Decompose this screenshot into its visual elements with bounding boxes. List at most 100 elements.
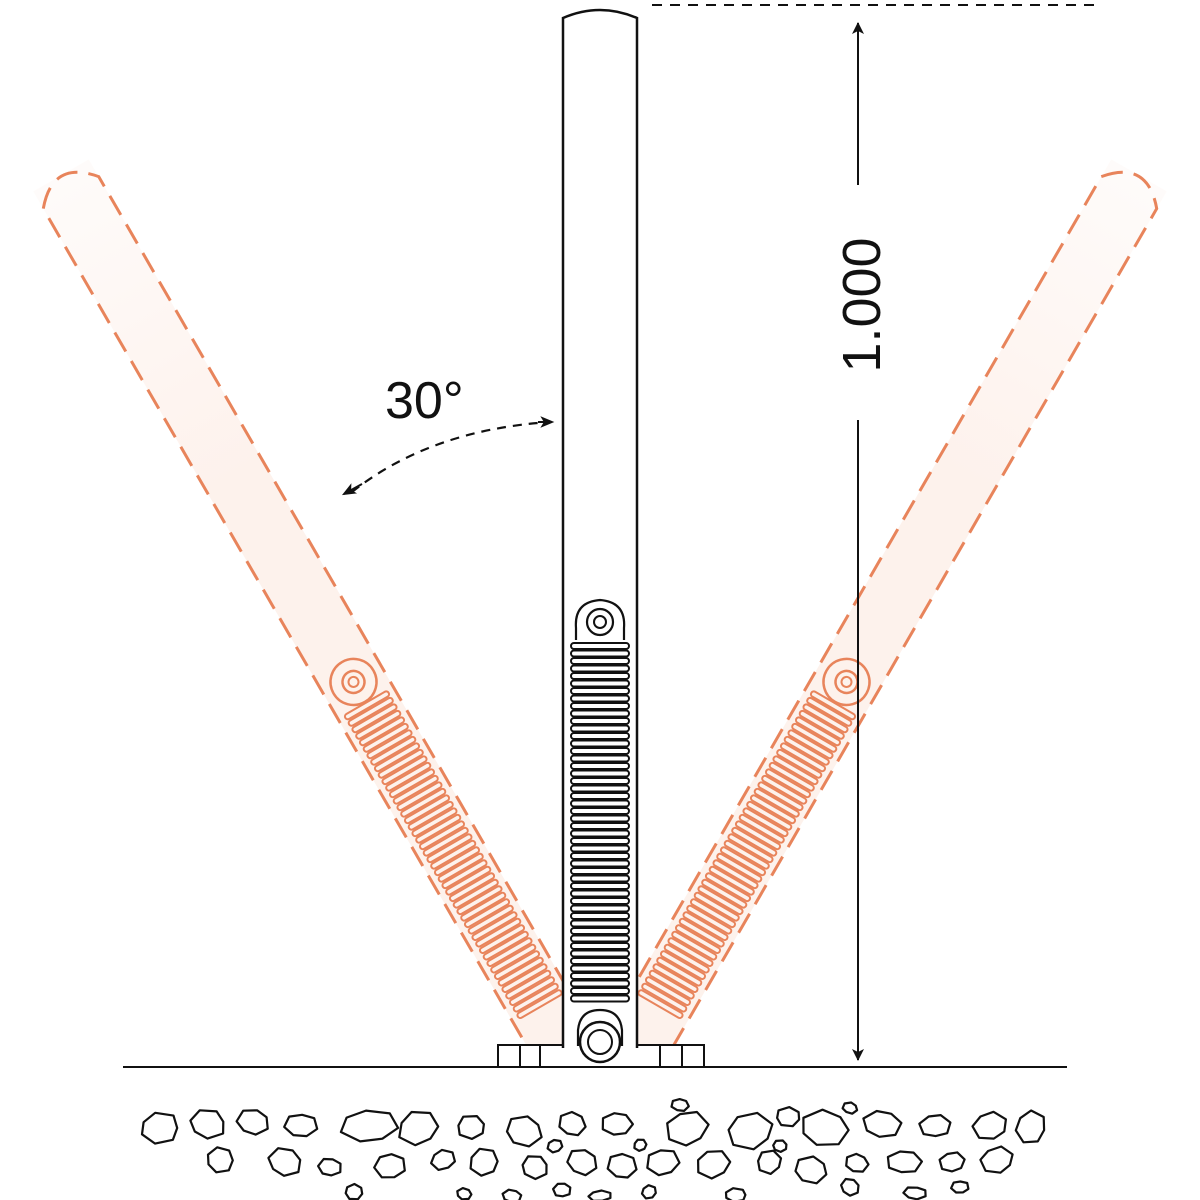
spring-coil — [570, 732, 630, 740]
height-label: 1.000 — [832, 237, 892, 372]
spring-coil — [719, 846, 767, 877]
spring-coil — [776, 748, 823, 779]
spring-coil — [403, 794, 451, 825]
spring-coil — [463, 898, 511, 929]
spring-coil — [418, 820, 466, 851]
spring-coil — [570, 702, 630, 710]
gravel-stone — [971, 1110, 1007, 1140]
spring-coil — [445, 865, 492, 896]
spring-coil — [452, 878, 499, 909]
spring-coil — [366, 729, 413, 760]
spring-coil — [570, 784, 630, 793]
spring-coil — [570, 822, 630, 830]
spring-coil — [377, 748, 424, 779]
gravel-stone — [344, 1182, 364, 1200]
gravel-stone — [979, 1145, 1014, 1174]
spring-coil — [570, 957, 630, 965]
spring-coil — [656, 956, 703, 987]
spring-coil — [644, 976, 692, 1007]
gravel-stone — [373, 1153, 406, 1179]
angle-arrow-left — [341, 483, 363, 496]
gravel-stone — [469, 1147, 499, 1177]
spring-coil — [570, 717, 630, 725]
spring-coil — [430, 839, 477, 870]
spring-coil — [659, 950, 707, 981]
spring-coil — [467, 904, 514, 935]
gravel-stone — [235, 1109, 269, 1136]
gravel-stone — [938, 1151, 966, 1173]
spring-coil — [712, 859, 759, 890]
gravel-stone — [189, 1109, 225, 1140]
spring-coil — [746, 800, 793, 831]
gravel-stone — [862, 1109, 903, 1138]
spring-coil — [641, 982, 688, 1013]
spring-coil — [697, 885, 744, 916]
spring-coil — [802, 703, 849, 734]
gravel-stones — [140, 1098, 1046, 1200]
spring-coil — [493, 950, 541, 981]
ghost-spring — [343, 690, 563, 1020]
spring-coil — [686, 904, 733, 935]
gravel-stone — [697, 1150, 732, 1180]
gravel-stone — [640, 1184, 657, 1200]
angle-arc — [351, 420, 551, 493]
spring-coil — [570, 964, 630, 973]
spring-coil — [738, 813, 785, 844]
spring-coil — [426, 833, 473, 864]
spring-coil — [716, 852, 763, 883]
spring-coil — [570, 979, 630, 988]
spring-coil — [570, 672, 630, 680]
spring-coil — [704, 872, 752, 903]
gravel-stone — [727, 1111, 774, 1151]
gravel-stone — [670, 1098, 690, 1112]
spring-coil — [570, 814, 630, 823]
spring-coil — [422, 826, 469, 857]
spring-coil — [392, 774, 439, 805]
gravel-stone — [776, 1106, 801, 1128]
spring-coil — [482, 930, 529, 961]
hinge-joint — [576, 1008, 624, 1064]
spring-coil — [701, 878, 748, 909]
spring-coil — [570, 889, 630, 898]
spring-coil — [749, 794, 797, 825]
spring-coil — [373, 742, 421, 773]
gravel-stone — [283, 1113, 319, 1138]
spring-coil — [570, 919, 630, 928]
upright-bollard — [561, 8, 639, 1064]
spring-coil — [460, 891, 507, 922]
gravel-stone — [840, 1177, 860, 1197]
spring-coil — [570, 972, 630, 980]
tilted-bollard-left — [33, 159, 596, 1067]
spring-coil — [806, 696, 853, 727]
ghost-spring-eye — [329, 657, 378, 707]
spring-coil — [570, 867, 630, 875]
spring-coil — [570, 949, 630, 958]
spring-coil — [448, 872, 496, 903]
spring-coil — [570, 799, 630, 808]
spring-coil — [570, 687, 630, 695]
gravel-stone — [457, 1115, 485, 1140]
gravel-stone — [772, 1139, 788, 1153]
spring-coil — [347, 696, 394, 727]
spring-coil — [570, 859, 630, 868]
spring-coil — [471, 911, 518, 942]
spring-coil — [742, 807, 789, 838]
gravel-stone — [339, 1109, 400, 1143]
gravel-stone — [558, 1110, 587, 1137]
gravel-stone — [794, 1155, 828, 1185]
spring-coil — [501, 963, 548, 994]
spring-coil — [734, 820, 782, 851]
gravel-stone — [601, 1112, 634, 1136]
spring-coil — [508, 976, 556, 1007]
spring-coil — [497, 956, 544, 987]
spring-coil — [570, 987, 630, 995]
spring-coil — [757, 781, 804, 812]
spring-coil — [433, 846, 481, 877]
tilted-bollard-right — [604, 159, 1167, 1067]
gravel-stone — [902, 1186, 927, 1200]
gravel-stone — [505, 1115, 543, 1148]
spring-coil — [570, 829, 630, 838]
gravel-stone — [841, 1101, 859, 1115]
spring-coil — [731, 826, 778, 857]
spring-coil — [570, 769, 630, 778]
